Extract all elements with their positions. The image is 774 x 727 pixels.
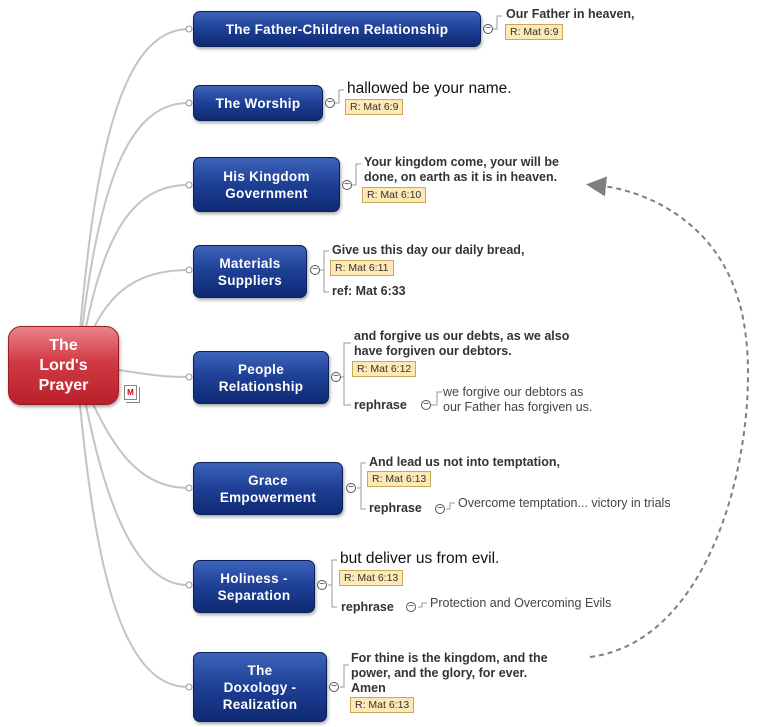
scripture-reference: R: Mat 6:12 bbox=[352, 361, 417, 377]
rephrase-link-7 bbox=[418, 602, 427, 608]
verse-text: but deliver us from evil. bbox=[340, 550, 500, 567]
topic-holiness-separation[interactable]: Holiness - Separation bbox=[193, 560, 315, 613]
scripture-reference: R: Mat 6:13 bbox=[350, 697, 415, 713]
topic-label: Materials Suppliers bbox=[217, 255, 283, 288]
scripture-reference: R: Mat 6:10 bbox=[362, 187, 427, 203]
collapse-toggle[interactable]: − bbox=[310, 265, 320, 275]
topic-people-relationship[interactable]: People Relationship bbox=[193, 351, 329, 404]
verse-text: Your kingdom come, your will be done, on… bbox=[364, 155, 559, 184]
branch-dot-1 bbox=[185, 25, 193, 33]
topic-label: His Kingdom Government bbox=[223, 168, 310, 201]
verse-text: And lead us not into temptation, bbox=[369, 455, 560, 469]
topic-label: Holiness - Separation bbox=[217, 570, 291, 603]
central-topic[interactable]: The Lord's Prayer bbox=[8, 326, 119, 405]
sub-bracket-8 bbox=[340, 664, 349, 688]
topic-label: The Worship bbox=[215, 95, 301, 111]
scripture-reference: R: Mat 6:9 bbox=[345, 99, 404, 115]
sub-bracket-4 bbox=[320, 250, 329, 293]
scripture-reference: R: Mat 6:13 bbox=[367, 471, 432, 487]
rephrase-label: rephrase bbox=[341, 600, 394, 614]
rephrase-label: rephrase bbox=[369, 501, 422, 515]
scripture-reference: R: Mat 6:11 bbox=[330, 260, 394, 276]
sub-bracket-2 bbox=[335, 89, 344, 104]
verse-text: Our Father in heaven, bbox=[506, 7, 635, 21]
branch-line-5 bbox=[118, 369, 189, 378]
topic-label: Grace Empowerment bbox=[219, 472, 317, 505]
topic-kingdom-government[interactable]: His Kingdom Government bbox=[193, 157, 340, 212]
rephrase-link-5 bbox=[431, 391, 442, 406]
topic-worship[interactable]: The Worship bbox=[193, 85, 323, 121]
collapse-toggle[interactable]: − bbox=[342, 180, 352, 190]
sub-bracket-1 bbox=[493, 15, 502, 30]
mindmap-file-icon[interactable]: M bbox=[124, 385, 140, 403]
collapse-toggle[interactable]: − bbox=[435, 504, 445, 514]
scripture-reference: R: Mat 6:13 bbox=[339, 570, 404, 586]
verse-text: and forgive us our debts, as we also hav… bbox=[354, 329, 570, 358]
branch-dot-2 bbox=[185, 99, 193, 107]
collapse-toggle[interactable]: − bbox=[331, 372, 341, 382]
branch-dot-6 bbox=[185, 484, 193, 492]
topic-father-children-relationship[interactable]: The Father-Children Relationship bbox=[193, 11, 481, 47]
branch-line-8 bbox=[79, 404, 189, 688]
topic-grace-empowerment[interactable]: Grace Empowerment bbox=[193, 462, 343, 515]
branch-dot-4 bbox=[185, 266, 193, 274]
branch-dot-5 bbox=[185, 373, 193, 381]
sub-bracket-6 bbox=[357, 462, 366, 510]
collapse-toggle[interactable]: − bbox=[346, 483, 356, 493]
cross-reference-text: ref: Mat 6:33 bbox=[332, 284, 406, 298]
rephrase-text: Protection and Overcoming Evils bbox=[430, 596, 612, 610]
scripture-reference: R: Mat 6:9 bbox=[505, 24, 564, 40]
branch-line-7 bbox=[85, 404, 189, 586]
branch-line-1 bbox=[79, 28, 189, 331]
collapse-toggle[interactable]: − bbox=[406, 602, 416, 612]
branch-line-2 bbox=[81, 102, 189, 331]
collapse-toggle[interactable]: − bbox=[317, 580, 327, 590]
branch-dot-8 bbox=[185, 683, 193, 691]
topic-materials-suppliers[interactable]: Materials Suppliers bbox=[193, 245, 307, 298]
topic-label: The Doxology - Realization bbox=[222, 662, 298, 712]
rephrase-label: rephrase bbox=[354, 398, 407, 412]
rephrase-text: we forgive our debtors as our Father has… bbox=[443, 385, 593, 414]
rephrase-text: Overcome temptation... victory in trials bbox=[458, 496, 671, 510]
sub-bracket-3 bbox=[352, 163, 361, 186]
rephrase-link-6 bbox=[446, 502, 455, 510]
topic-label: People Relationship bbox=[218, 361, 304, 394]
sub-bracket-7 bbox=[328, 559, 337, 608]
verse-text: Give us this day our daily bread, bbox=[332, 243, 525, 257]
relationship-arrow bbox=[586, 176, 749, 658]
branch-line-6 bbox=[91, 401, 189, 489]
branch-dot-7 bbox=[185, 581, 193, 589]
collapse-toggle[interactable]: − bbox=[329, 682, 339, 692]
branch-line-4 bbox=[89, 269, 189, 337]
topic-label: The Father-Children Relationship bbox=[225, 21, 449, 37]
central-topic-label: The Lord's Prayer bbox=[38, 336, 89, 394]
collapse-toggle[interactable]: − bbox=[325, 98, 335, 108]
verse-text: For thine is the kingdom, and the power,… bbox=[351, 651, 548, 695]
collapse-toggle[interactable]: − bbox=[421, 400, 431, 410]
verse-text: hallowed be your name. bbox=[347, 80, 512, 97]
branch-dot-3 bbox=[185, 181, 193, 189]
topic-doxology-realization[interactable]: The Doxology - Realization bbox=[193, 652, 327, 722]
collapse-toggle[interactable]: − bbox=[483, 24, 493, 34]
branch-line-3 bbox=[84, 184, 189, 333]
